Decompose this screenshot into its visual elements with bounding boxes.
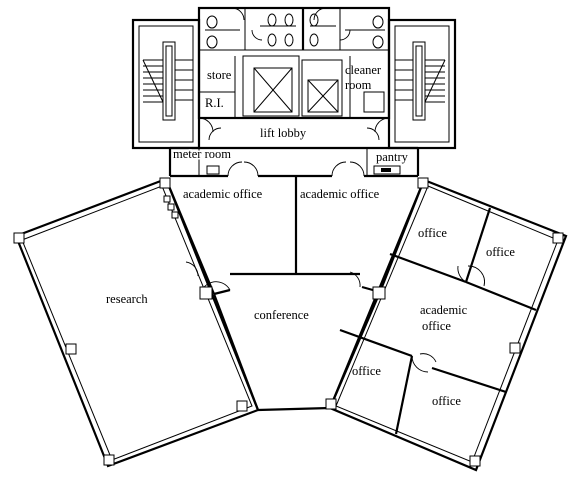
office-floor: [14, 176, 568, 472]
label-academic-office-east-2: office: [422, 319, 451, 333]
label-academic-office-east-1: academic: [420, 303, 468, 317]
label-office-ne-top: office: [418, 226, 447, 240]
structural-columns: [13, 177, 564, 467]
label-cleaner-room-1: cleaner: [345, 63, 382, 77]
label-academic-office-right: academic office: [300, 187, 380, 201]
stair-right: [395, 41, 446, 121]
label-meter-room: meter room: [173, 147, 231, 161]
label-office-se-bottom: office: [432, 394, 461, 408]
label-store: store: [207, 68, 232, 82]
label-cleaner-room-2: room: [345, 78, 372, 92]
label-lift-lobby: lift lobby: [260, 126, 307, 140]
room-labels: store cleaner room R.I. lift lobby meter…: [106, 63, 515, 408]
label-research: research: [106, 292, 148, 306]
label-office-ne-right: office: [486, 245, 515, 259]
toilet-fixtures: [206, 7, 384, 49]
label-conference: conference: [254, 308, 309, 322]
stair-left: [142, 41, 193, 121]
lift-shafts: [242, 55, 343, 117]
label-pantry: pantry: [376, 150, 409, 164]
office-doors: [185, 261, 485, 373]
label-office-se-left: office: [352, 364, 381, 378]
label-academic-office-left: academic office: [183, 187, 263, 201]
label-ri: R.I.: [205, 96, 224, 110]
core-partitions: [198, 56, 390, 141]
